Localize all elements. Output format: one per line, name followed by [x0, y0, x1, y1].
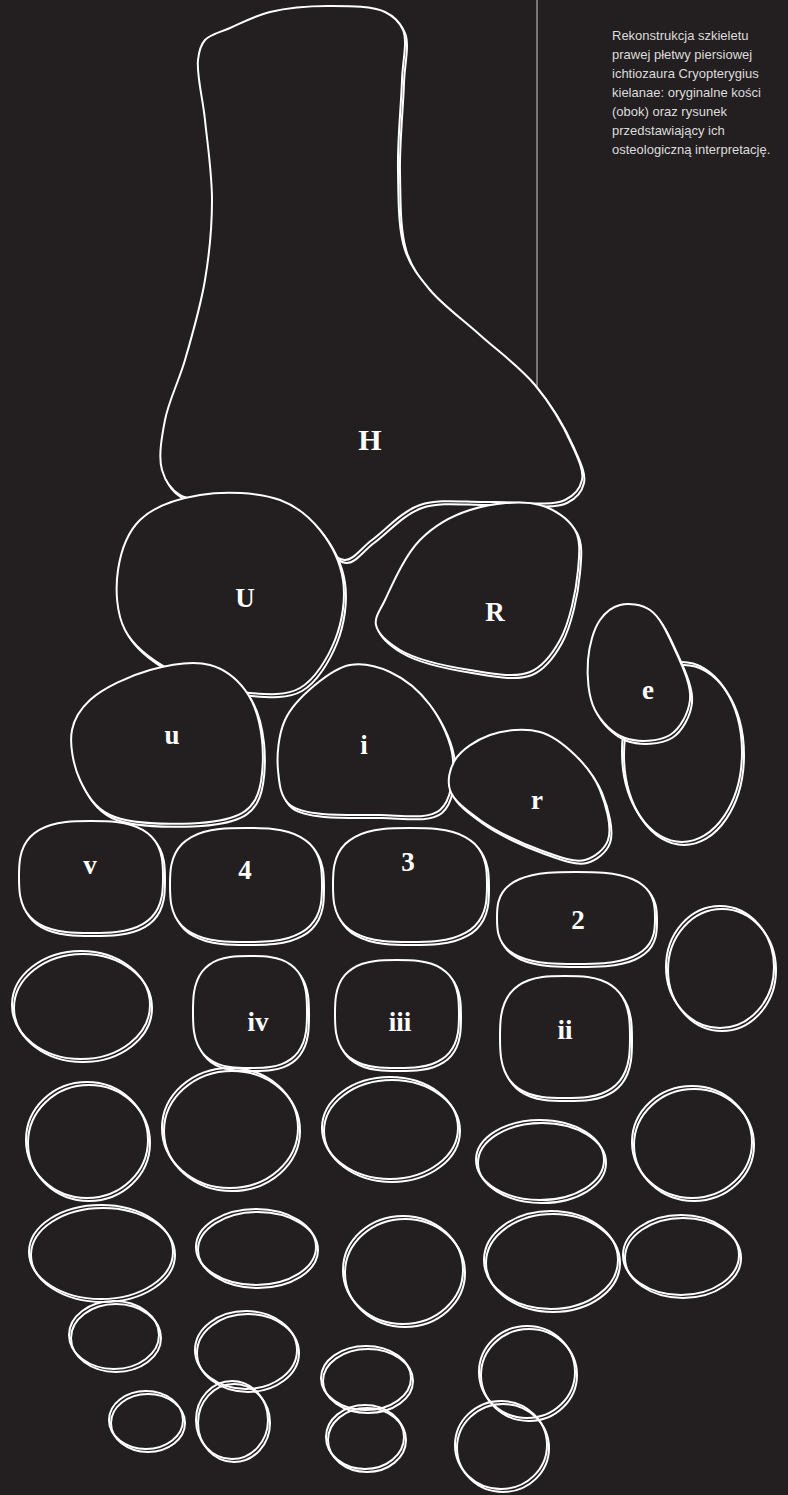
bone-outline — [582, 599, 700, 748]
bone: ii — [494, 970, 640, 1108]
bone-outline-main — [376, 503, 580, 676]
bone-label: v — [83, 852, 97, 879]
bone-outline-main — [497, 872, 655, 964]
bone-label: i — [360, 732, 368, 759]
bone-outline-main — [19, 821, 163, 933]
bone-outline-main — [278, 664, 454, 816]
bone: iv — [187, 950, 317, 1078]
bone-outline — [370, 499, 588, 682]
phalanx — [476, 1120, 604, 1200]
phalanx — [321, 1346, 411, 1410]
figure-caption: Rekonstrukcja szkieletu prawej płetwy pi… — [612, 26, 780, 159]
bone-label: H — [358, 425, 381, 455]
phalanx-group — [12, 662, 774, 1489]
bone-label: r — [531, 787, 543, 814]
bone-label: 4 — [238, 857, 252, 884]
bone-outline — [327, 822, 497, 952]
bone-outline — [156, 0, 592, 570]
phalanx — [196, 1209, 316, 1285]
bone: R — [370, 499, 588, 682]
bone-label: iii — [389, 1009, 412, 1036]
bone: u — [66, 659, 272, 828]
bone-outline-main — [588, 604, 691, 741]
bone-label: 3 — [401, 849, 415, 876]
bone-outline-main — [335, 960, 459, 1068]
bone-outline-main — [193, 956, 307, 1068]
bone-label: 2 — [571, 907, 585, 934]
bone-outline-main — [500, 976, 630, 1098]
bone: H — [156, 0, 592, 570]
bone-outline-main — [170, 828, 322, 942]
bone-label: iv — [247, 1009, 268, 1036]
bone: e — [582, 599, 700, 748]
bone: 4 — [164, 822, 332, 952]
bone: 3 — [327, 822, 497, 952]
bone: v — [13, 815, 173, 943]
bone-outline — [13, 815, 173, 943]
bone-label: R — [485, 599, 505, 626]
bone-outline-main — [333, 828, 487, 942]
divider-line — [537, 0, 538, 425]
bone-outline-main — [117, 493, 344, 695]
bone-label: u — [164, 722, 179, 749]
bone-outline — [164, 822, 332, 952]
bone: iii — [329, 954, 469, 1078]
bone-label: U — [235, 585, 255, 612]
bone-outline-main — [71, 663, 263, 824]
bone-label: e — [642, 677, 654, 704]
bone-label: ii — [557, 1017, 572, 1044]
bone-outline-main — [160, 6, 582, 560]
bone: i — [272, 659, 463, 825]
bone: 2 — [491, 866, 665, 974]
